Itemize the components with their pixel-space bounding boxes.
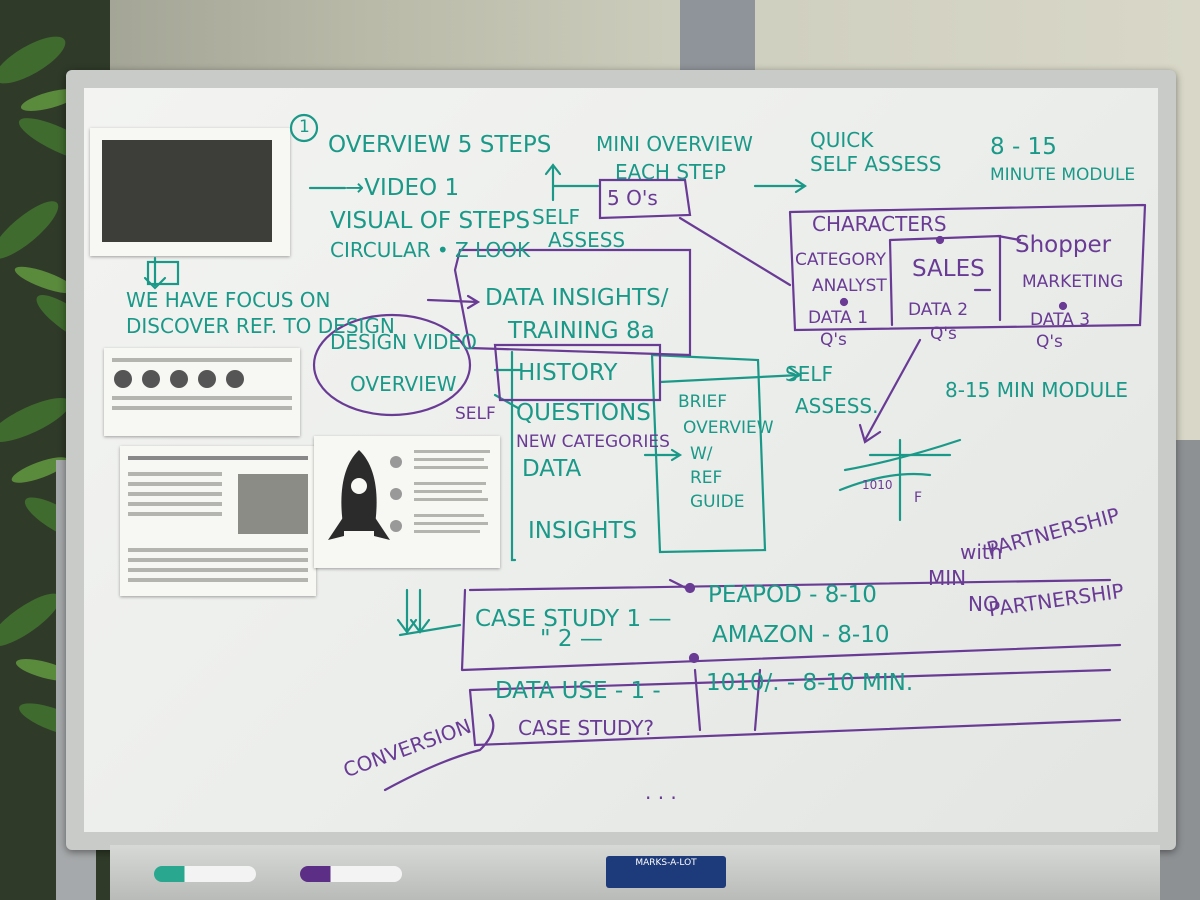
data1-text: DATA 1 xyxy=(808,308,869,328)
pinned-paper-text xyxy=(120,446,316,596)
circular-look-text: CIRCULAR • Z LOOK xyxy=(330,238,531,262)
design-video-text: DESIGN VIDEO xyxy=(330,330,477,354)
marketing-text: MARKETING xyxy=(1022,272,1124,292)
ten-ten-text: 1010/. - 8-10 MIN. xyxy=(706,670,914,696)
self-assess-quick-text: SELF ASSESS xyxy=(810,152,942,176)
analyst-text: ANALYST xyxy=(812,276,887,296)
sales-text: SALES xyxy=(912,256,985,282)
process-circles xyxy=(114,370,290,388)
pinned-paper-rocket xyxy=(314,436,500,568)
design-overview-text: OVERVIEW xyxy=(350,372,457,396)
quick-text: QUICK xyxy=(810,128,874,152)
questions-text: QUESTIONS xyxy=(516,400,651,426)
assess-text: ASSESS xyxy=(548,228,626,252)
brief-text: BRIEF xyxy=(678,392,728,412)
mini-overview-text: MINI OVERVIEW xyxy=(596,132,753,156)
assess2-text: ASSESS. xyxy=(795,394,879,418)
graph-label-1010: 1010 xyxy=(862,478,893,492)
rocket-icon xyxy=(328,450,490,540)
data-use-text: DATA USE - 1 - xyxy=(495,678,661,704)
new-categories-text: NEW CATEGORIES xyxy=(516,432,670,452)
module-8-15-text: 8-15 MIN MODULE xyxy=(945,378,1129,402)
duration-text: 8 - 15 xyxy=(990,134,1057,160)
case-ditto-text: " 2 — xyxy=(540,626,603,652)
trailing-dots: . . . xyxy=(645,780,677,804)
category-text: CATEGORY xyxy=(795,250,886,270)
history-text: HISTORY xyxy=(518,360,618,386)
self-assess2-text: SELF xyxy=(785,362,833,386)
each-step-text: EACH STEP xyxy=(615,160,726,184)
teal-marker[interactable] xyxy=(154,866,256,882)
case-study-text: CASE STUDY 1 — xyxy=(475,606,672,632)
purple-marker[interactable] xyxy=(300,866,402,882)
pinned-paper-process xyxy=(104,348,300,436)
data2-qs-text: Q's xyxy=(930,324,957,344)
min-text: MIN xyxy=(928,566,967,590)
shopper-text: Shopper xyxy=(1015,232,1112,258)
eraser-label: MARKS-A-LOT xyxy=(635,858,697,868)
data-insights-text: DATA INSIGHTS/ xyxy=(485,285,669,311)
visual-of-steps-text: VISUAL OF STEPS xyxy=(330,208,531,234)
whiteboard-eraser[interactable]: MARKS-A-LOT xyxy=(606,856,726,888)
insights-text: INSIGHTS xyxy=(528,518,638,544)
brief-with-text: W/ xyxy=(690,444,713,464)
we-have-focus-text: WE HAVE FOCUS ON xyxy=(126,288,331,312)
self-text: SELF xyxy=(532,205,580,229)
data1-qs-text: Q's xyxy=(820,330,847,350)
pinned-paper-table xyxy=(90,128,290,256)
self-label-text: SELF xyxy=(455,404,496,424)
step-number: 1 xyxy=(299,117,310,137)
case-study-question-text: CASE STUDY? xyxy=(518,716,655,740)
five-os-text: 5 O's xyxy=(607,186,658,210)
with-text: with xyxy=(960,540,1003,564)
minute-module-text: MINUTE MODULE xyxy=(990,165,1136,185)
data3-text: DATA 3 xyxy=(1030,310,1091,330)
discover-ref-text: DISCOVER REF. TO DESIGN xyxy=(126,314,395,338)
brief-guide-text: GUIDE xyxy=(690,492,745,512)
overview-steps-text: OVERVIEW 5 STEPS xyxy=(328,132,552,158)
brief-ref-text: REF xyxy=(690,468,723,488)
printed-table-image xyxy=(102,140,272,242)
amazon-text: AMAZON - 8-10 xyxy=(712,622,890,648)
training-text: TRAINING 8a xyxy=(508,318,655,344)
brief-overview-text: OVERVIEW xyxy=(683,418,774,438)
characters-text: CHARACTERS xyxy=(812,212,947,236)
photo-thumbnail xyxy=(238,474,308,534)
peapod-text: PEAPOD - 8-10 xyxy=(708,582,877,608)
video-1-text: →VIDEO 1 xyxy=(345,175,460,201)
no-text: NO xyxy=(968,592,999,616)
data2-text: DATA 2 xyxy=(908,300,969,320)
data-text: DATA xyxy=(522,456,582,482)
data3-qs-text: Q's xyxy=(1036,332,1063,352)
graph-label-f: F xyxy=(914,490,923,506)
